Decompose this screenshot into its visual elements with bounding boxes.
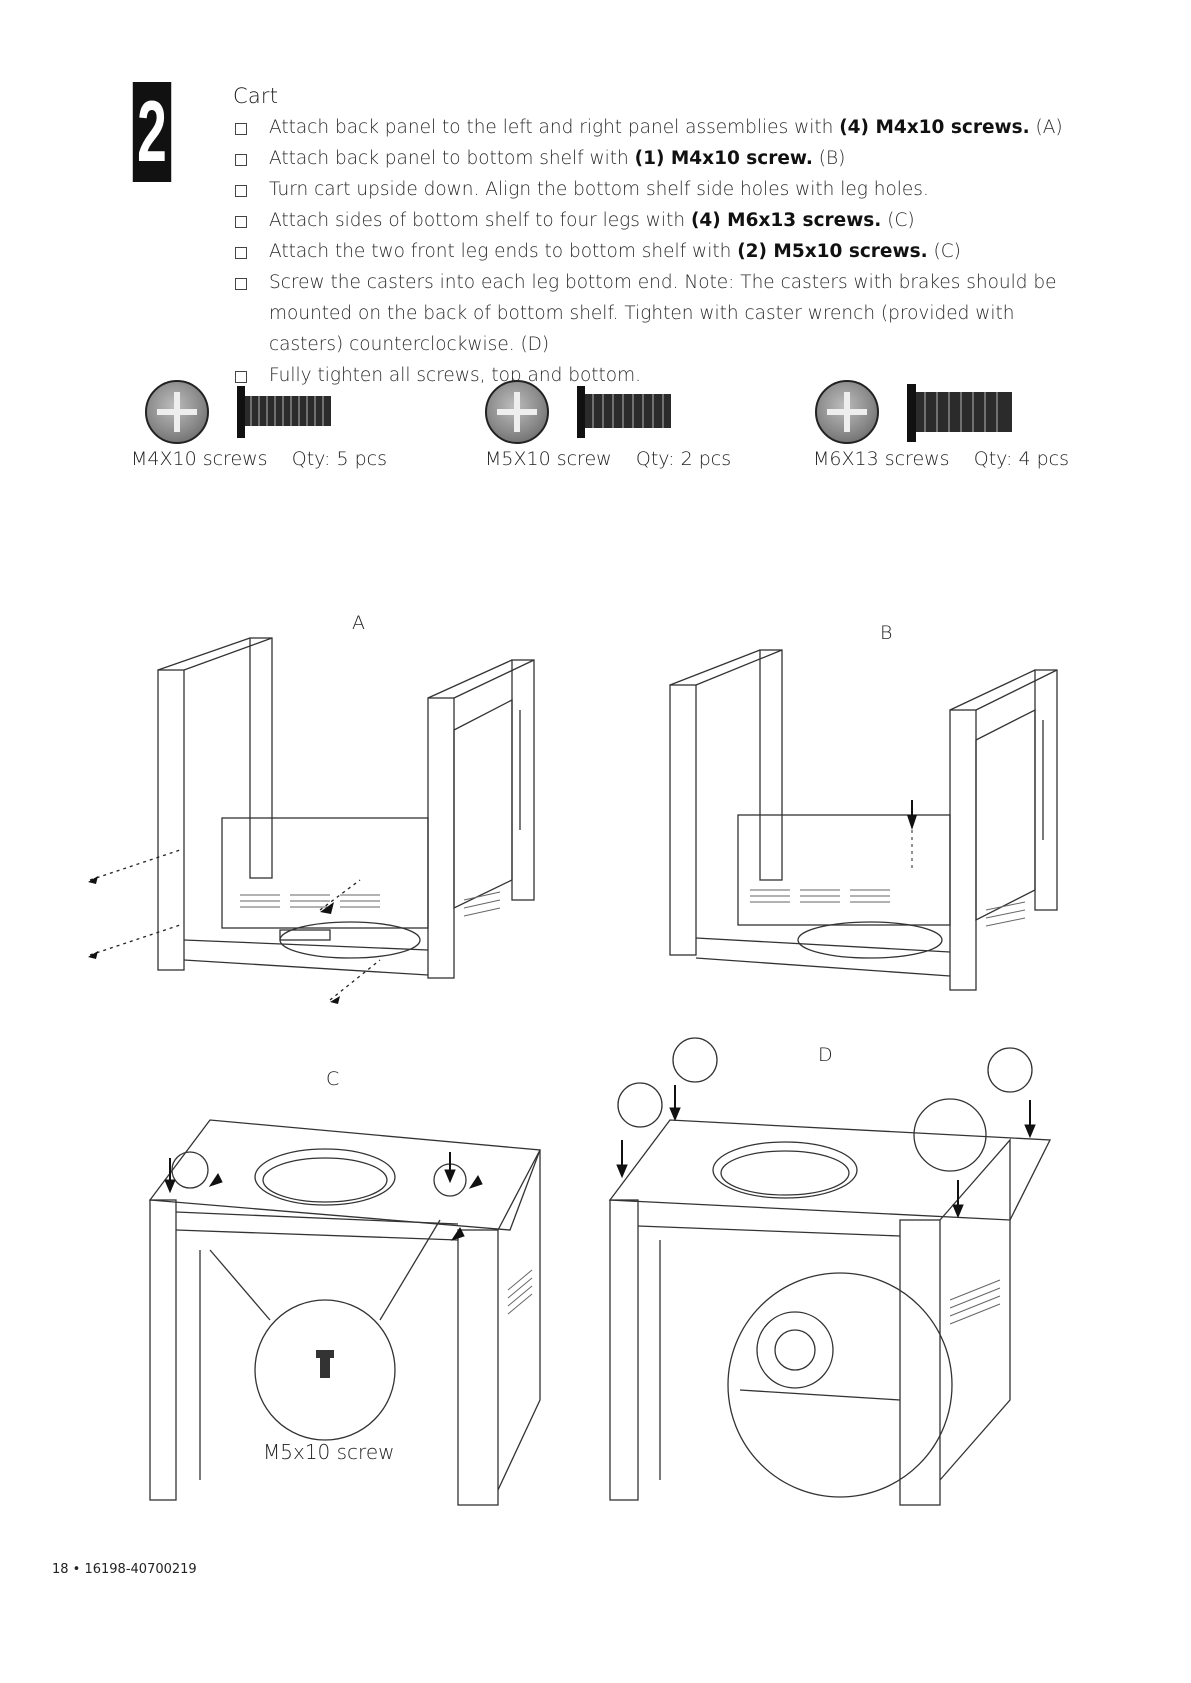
figure-label-c: C [326, 1068, 340, 1090]
hardware-qty: Qty: 2 pcs [635, 448, 732, 470]
instruction-item: Fully tighten all screws, top and bottom… [233, 360, 1073, 391]
screw-shank-icon [237, 386, 331, 438]
instruction-hardware: (1) M4x10 screw. [634, 148, 813, 169]
hardware-label-3: M6X13 screws Qty: 4 pcs [813, 448, 1069, 470]
instruction-text: Attach back panel to the left and right … [269, 117, 840, 138]
figure-c-illustration [148, 1119, 541, 1506]
figure-c-callout: M5x10 screw [263, 1440, 395, 1464]
checkbox-icon [235, 247, 247, 259]
screw-head-icon [485, 380, 549, 444]
instruction-item: Turn cart upside down. Align the bottom … [233, 174, 1073, 205]
hardware-qty: Qty: 4 pcs [973, 448, 1070, 470]
instruction-text: Attach back panel to bottom shelf with [269, 148, 635, 169]
checkbox-icon [235, 371, 247, 383]
instruction-text: (C) [881, 210, 915, 231]
instruction-item: Attach back panel to the left and right … [233, 112, 1073, 143]
hardware-qty: Qty: 5 pcs [291, 448, 388, 470]
step-number-badge: 2 [132, 82, 172, 182]
instruction-text: Fully tighten all screws, top and bottom… [269, 365, 642, 386]
screw-head-icon [145, 380, 209, 444]
hardware-label-2: M5X10 screw Qty: 2 pcs [485, 448, 731, 470]
section-title: Cart [233, 84, 279, 108]
instruction-hardware: (4) M6x13 screws. [690, 210, 882, 231]
instruction-list: Attach back panel to the left and right … [233, 112, 1073, 391]
instruction-text: Turn cart upside down. Align the bottom … [269, 179, 929, 200]
instruction-text: (B) [812, 148, 846, 169]
hardware-name: M5X10 screw [485, 448, 612, 470]
checkbox-icon [235, 185, 247, 197]
instruction-text: (C) [927, 241, 961, 262]
figure-label-a: A [352, 612, 365, 634]
figure-label-b: B [880, 622, 893, 644]
figure-label-d: D [818, 1044, 833, 1066]
figure-b-illustration [669, 649, 1058, 991]
checkbox-icon [235, 216, 247, 228]
screw-shank-icon [577, 386, 671, 438]
checkbox-icon [235, 123, 247, 135]
instruction-hardware: (2) M5x10 screws. [737, 241, 928, 262]
instruction-text: Attach the two front leg ends to bottom … [269, 241, 738, 262]
hardware-name: M4X10 screws [131, 448, 268, 470]
checkbox-icon [235, 278, 247, 290]
figure-d-illustration [608, 1037, 1052, 1506]
instruction-item: Attach the two front leg ends to bottom … [233, 236, 1073, 267]
hardware-name: M6X13 screws [813, 448, 950, 470]
instruction-text: (A) [1029, 117, 1063, 138]
instruction-item: Attach back panel to bottom shelf with (… [233, 143, 1073, 174]
screw-head-icon [815, 380, 879, 444]
checkbox-icon [235, 154, 247, 166]
instruction-hardware: (4) M4x10 screws. [839, 117, 1030, 138]
figure-a-illustration [88, 637, 535, 1004]
page-footer: 18 • 16198-40700219 [52, 1562, 197, 1577]
hardware-label-1: M4X10 screws Qty: 5 pcs [131, 448, 387, 470]
instruction-item: Screw the casters into each leg bottom e… [233, 267, 1073, 360]
instruction-item: Attach sides of bottom shelf to four leg… [233, 205, 1073, 236]
instruction-text: Screw the casters into each leg bottom e… [269, 272, 1057, 355]
instruction-text: Attach sides of bottom shelf to four leg… [269, 210, 691, 231]
screw-shank-icon [907, 384, 1012, 442]
